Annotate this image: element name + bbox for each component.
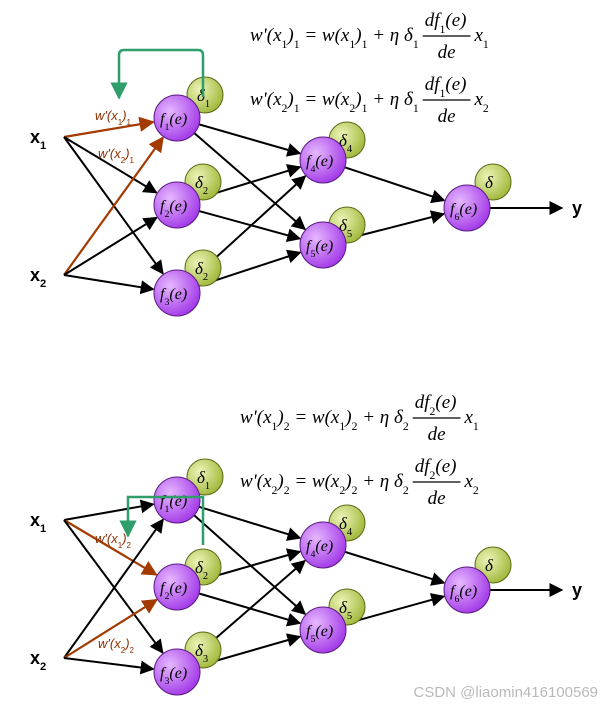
- edge: [344, 593, 446, 625]
- equation-input-term: x2: [463, 471, 478, 497]
- input-label: x1: [30, 127, 46, 152]
- input-label: x2: [30, 265, 46, 290]
- edge: [344, 166, 446, 204]
- equation-lhs: w'(x1)1 = w(x1)1 + η δ1: [250, 25, 419, 51]
- delta-label: δ1: [197, 468, 210, 492]
- delta-node: δ1: [186, 76, 224, 114]
- delta-label: δ2: [195, 259, 208, 283]
- delta-label: δ2: [195, 558, 208, 582]
- equation-lhs: w'(x1)2 = w(x1)2 + η δ2: [240, 407, 409, 433]
- neuron-f4: f4(e): [299, 136, 347, 184]
- delta-label: δ: [485, 173, 494, 192]
- edge: [63, 136, 158, 194]
- neuron-label: f5(e): [306, 238, 333, 260]
- equation-denominator: de: [438, 106, 456, 127]
- edge: [63, 216, 158, 276]
- delta-label: δ2: [195, 173, 208, 197]
- weight-edge: [63, 598, 158, 659]
- weight-edge: [63, 519, 158, 576]
- edge: [193, 132, 306, 231]
- neuron-label: f3(e): [160, 665, 187, 687]
- edge: [193, 514, 307, 615]
- input-label: x2: [30, 648, 46, 673]
- edge: [63, 518, 164, 659]
- equation-lhs: w'(x2)1 = w(x2)1 + η δ1: [250, 89, 419, 115]
- output-label: y: [572, 198, 582, 218]
- equation-numerator: df2(e): [415, 392, 457, 418]
- equation-numerator: df2(e): [415, 456, 457, 482]
- neuron-label: f6(e): [450, 201, 477, 223]
- delta-label: δ1: [197, 86, 210, 110]
- neuron-label: f5(e): [306, 623, 333, 645]
- delta-label: δ4: [339, 514, 353, 538]
- equation-input-term: x1: [463, 407, 478, 433]
- edge: [198, 210, 302, 243]
- neuron-label: f2(e): [160, 580, 187, 602]
- edge: [198, 123, 302, 157]
- delta-label: δ4: [339, 131, 353, 155]
- feedback-arrow: [110, 48, 205, 100]
- equation-lhs: w'(x2)2 = w(x2)2 + η δ2: [240, 471, 409, 497]
- output-label: y: [572, 580, 582, 600]
- neuron-f3: f3(e): [153, 269, 201, 317]
- weight-label: w'(x2)2: [98, 636, 135, 655]
- edge: [63, 657, 155, 675]
- neuron-f6: f6(e): [443, 184, 491, 232]
- watermark: CSDN @liaomin416100569: [413, 684, 599, 701]
- neuron-label: f2(e): [160, 198, 187, 220]
- equation-numerator: df1(e): [425, 10, 467, 36]
- neuron-f4: f4(e): [299, 521, 347, 569]
- delta-node: δ: [474, 163, 512, 201]
- delta-label: δ: [485, 556, 494, 575]
- neuron-label: f4(e): [306, 153, 333, 175]
- edge: [63, 519, 164, 654]
- neuron-f3: f3(e): [153, 648, 201, 696]
- delta-node: δ1: [186, 458, 224, 496]
- weight-edge: [63, 116, 155, 139]
- neuron-f5: f5(e): [299, 606, 347, 654]
- feedback-arrow: [119, 495, 205, 545]
- edge: [344, 550, 446, 586]
- delta-label: δ3: [195, 641, 208, 665]
- neuron-f5: f5(e): [299, 221, 347, 269]
- edge: [63, 499, 155, 521]
- edge: [63, 274, 155, 295]
- edge: [198, 505, 302, 541]
- neuron-f6: f6(e): [443, 566, 491, 614]
- equation-input-term: x2: [473, 89, 488, 115]
- equation-denominator: de: [428, 488, 446, 509]
- weight-label: w'(x1)2: [95, 531, 132, 550]
- equation-input-term: x1: [473, 25, 488, 51]
- weight-label: w'(x2)1: [98, 146, 135, 165]
- equation-denominator: de: [438, 42, 456, 63]
- neuron-f2: f2(e): [153, 181, 201, 229]
- neuron-f1: f1(e): [153, 476, 201, 524]
- neuron-label: f3(e): [160, 286, 187, 308]
- neuron-label: f6(e): [450, 583, 477, 605]
- neuron-f2: f2(e): [153, 563, 201, 611]
- input-label: x1: [30, 510, 46, 535]
- neuron-label: f1(e): [160, 111, 187, 133]
- delta-label: δ5: [339, 216, 352, 240]
- delta-label: δ5: [339, 598, 352, 622]
- equation-numerator: df1(e): [425, 74, 467, 100]
- equation-denominator: de: [428, 424, 446, 445]
- neuron-label: f4(e): [306, 538, 333, 560]
- weight-label: w'(x1)1: [95, 108, 132, 127]
- weight-edge: [63, 136, 164, 276]
- neuron-f1: f1(e): [153, 94, 201, 142]
